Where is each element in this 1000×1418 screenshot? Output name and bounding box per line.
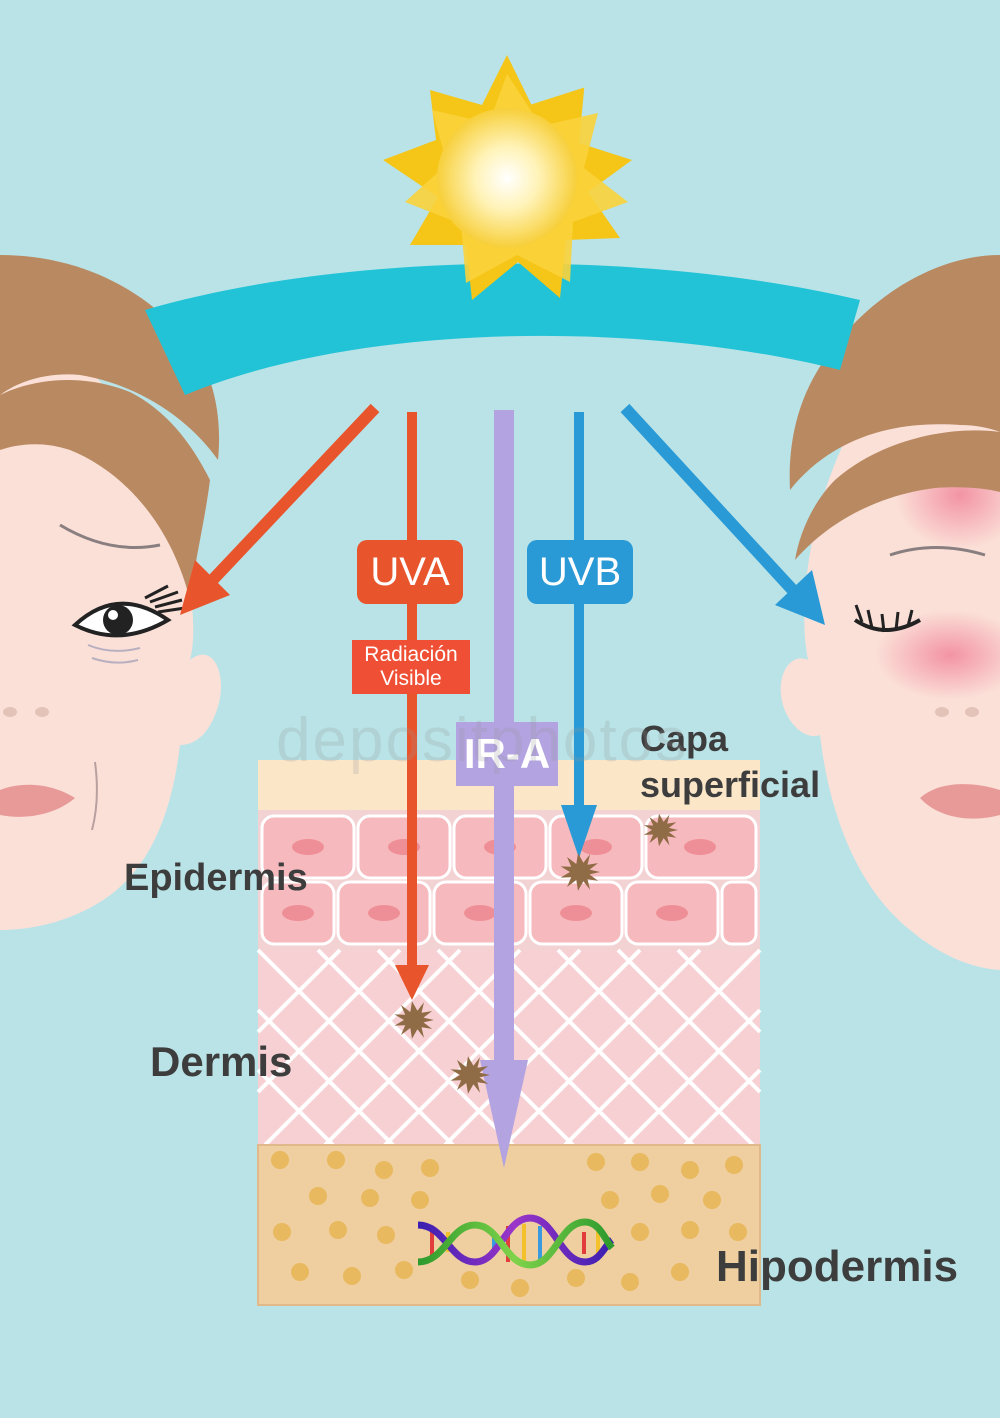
visible-radiation-label-line1: Radiación <box>364 643 458 666</box>
uva-label: UVA <box>370 550 450 594</box>
uvb-badge <box>527 540 633 604</box>
fat-cells <box>271 1151 747 1297</box>
left-eye-wrinkle-2 <box>91 657 139 664</box>
visible-radiation-badge <box>352 640 470 694</box>
watermark: depositphotos <box>276 706 689 775</box>
left-eye-wrinkle-1 <box>87 644 141 652</box>
left-nose <box>3 707 49 717</box>
dermis-collagen-mesh <box>256 948 762 1147</box>
uvb-label: UVB <box>538 550 622 594</box>
damage-burst-capa <box>643 813 678 847</box>
right-face <box>780 255 1000 970</box>
atmosphere-band <box>145 263 860 395</box>
uva-eye-arrow <box>180 403 380 615</box>
dna-helix-icon <box>417 1214 615 1269</box>
right-lips <box>920 784 1000 819</box>
left-face <box>0 255 221 930</box>
right-eyebrow <box>889 546 986 557</box>
ira-label: IR-A <box>463 730 551 777</box>
open-eye-icon <box>71 584 186 638</box>
dermis-label: Dermis <box>150 1038 293 1085</box>
capa-superficial-label-line1: Capa <box>640 718 729 759</box>
left-face-hair-side <box>0 380 210 600</box>
ira-badge <box>456 722 558 786</box>
left-face-hair <box>0 255 220 460</box>
uvb-arrow <box>561 412 597 858</box>
uvb-eye-arrow <box>620 403 825 625</box>
damage-bursts <box>394 813 678 1094</box>
right-nose <box>935 707 979 717</box>
right-face-hair-side <box>795 430 1000 560</box>
capa-superficial-label-line2: superficial <box>640 764 821 805</box>
uva-badge <box>357 540 463 604</box>
sun-icon <box>383 55 632 300</box>
damage-burst-uva <box>394 1001 434 1039</box>
epidermis-label: Epidermis <box>124 857 308 899</box>
right-cheek-redness <box>875 610 1000 700</box>
visible-radiation-label-line2: Visible <box>380 667 442 690</box>
hipodermis-label: Hipodermis <box>716 1242 959 1291</box>
left-eyebrow <box>59 523 161 549</box>
left-lips <box>0 784 75 817</box>
damage-burst-uvb <box>560 853 600 891</box>
right-face-hair <box>789 255 1000 490</box>
damage-burst-ira <box>450 1056 490 1094</box>
left-cheek-wrinkle <box>91 761 98 831</box>
closed-eye-icon <box>853 604 921 633</box>
